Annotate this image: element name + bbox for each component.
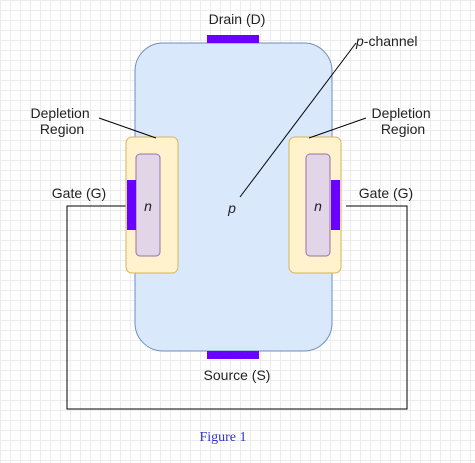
- p-channel-label: p-channel: [355, 33, 418, 49]
- channel-leader: [239, 42, 357, 198]
- p-channel-label-prefix: p: [355, 33, 364, 49]
- gate-label-left: Gate (G): [52, 185, 106, 201]
- p-region-label: p: [227, 200, 236, 216]
- source-label: Source (S): [204, 367, 271, 383]
- drain-label: Drain (D): [209, 11, 266, 27]
- depletion-label-left-line1: Depletion: [30, 105, 89, 121]
- gate-terminal-left: [127, 180, 136, 230]
- gate-terminal-right: [331, 180, 340, 230]
- p-channel-label-suffix: -channel: [364, 33, 418, 49]
- n-region-label-right: n: [314, 198, 322, 214]
- depletion-label-left: Depletion Region: [30, 105, 93, 137]
- n-region-right: [305, 153, 331, 257]
- depletion-leader-left: [98, 117, 157, 139]
- figure-caption: Figure 1: [199, 430, 246, 445]
- depletion-label-right-line2: Region: [381, 121, 425, 137]
- depletion-label-right: Depletion Region: [371, 105, 434, 137]
- n-region-label-left: n: [144, 198, 152, 214]
- depletion-label-right-line1: Depletion: [371, 105, 430, 121]
- gate-wire: [66, 205, 408, 410]
- depletion-leader-right: [308, 117, 367, 139]
- drain-terminal: [207, 35, 259, 43]
- depletion-label-left-line2: Region: [40, 121, 84, 137]
- gate-label-right: Gate (G): [359, 185, 413, 201]
- source-terminal: [207, 351, 259, 359]
